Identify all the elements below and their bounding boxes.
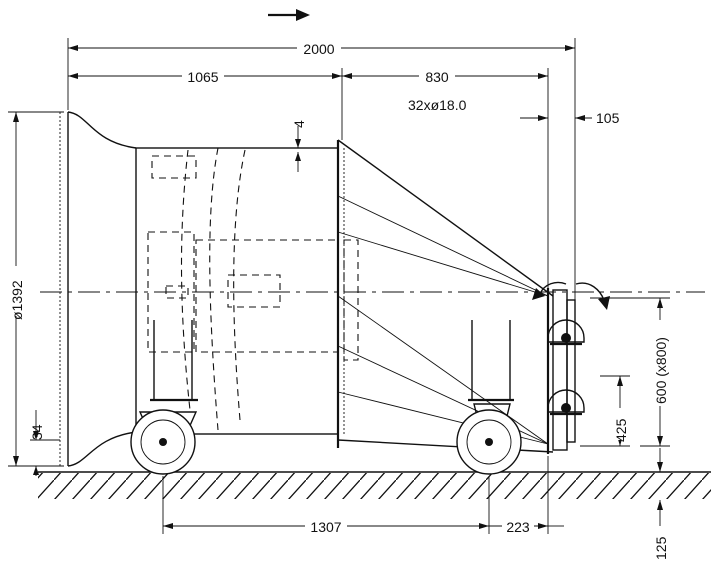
dim-label-axle-height: 425: [613, 418, 629, 442]
dim-label-flange-offset: 105: [596, 110, 620, 126]
dim-label-overall-length: 2000: [303, 41, 334, 57]
mount-bracket-lower: [547, 389, 585, 416]
dim-label-cone-length: 830: [425, 69, 449, 85]
rotation-arrows: [532, 281, 610, 310]
dim-inlet-length: 1065: [68, 68, 343, 140]
outlet-flange: [546, 288, 576, 454]
dim-label-top-height: 600 (x800): [653, 337, 669, 404]
dim-label-ground-clearance: 34: [29, 424, 45, 440]
ground: [38, 471, 711, 499]
internal-hidden-lines: [147, 147, 359, 431]
dim-cone-length: 830: [342, 68, 549, 290]
dim-label-diameter: ø1392: [9, 280, 25, 320]
front-castor: [130, 320, 198, 475]
inlet-bell-mouth: [59, 111, 137, 467]
dim-wall-thickness: 4: [291, 120, 307, 172]
dim-rear-offset: 223: [489, 456, 564, 535]
mount-bracket-upper: [547, 319, 585, 346]
dim-ground-clearance: 34: [29, 410, 60, 476]
dim-label-inlet-length: 1065: [187, 69, 218, 85]
dim-label-rear-offset: 223: [506, 519, 530, 535]
rear-castor: [456, 320, 522, 475]
fan-drum: [135, 139, 554, 453]
dim-diameter: ø1392: [6, 111, 64, 467]
dim-label-bolt-holes: 32xø18.0: [408, 97, 467, 113]
dim-label-wall-thickness: 4: [291, 120, 307, 128]
flow-direction-arrow: [268, 9, 310, 21]
cone-rays: [337, 195, 549, 445]
dim-label-wheel-spacing: 1307: [310, 519, 341, 535]
dim-label-ground-height: 125: [653, 536, 669, 560]
dim-axle-height: 425: [580, 375, 630, 447]
dim-overall-length: 2000: [67, 38, 576, 300]
dim-top-height: 600 (x800): [590, 297, 670, 447]
dim-flange-offset: 105: [520, 110, 620, 126]
dim-ground-height: 125: [653, 448, 669, 560]
dim-wheel-spacing: 1307: [162, 476, 490, 535]
